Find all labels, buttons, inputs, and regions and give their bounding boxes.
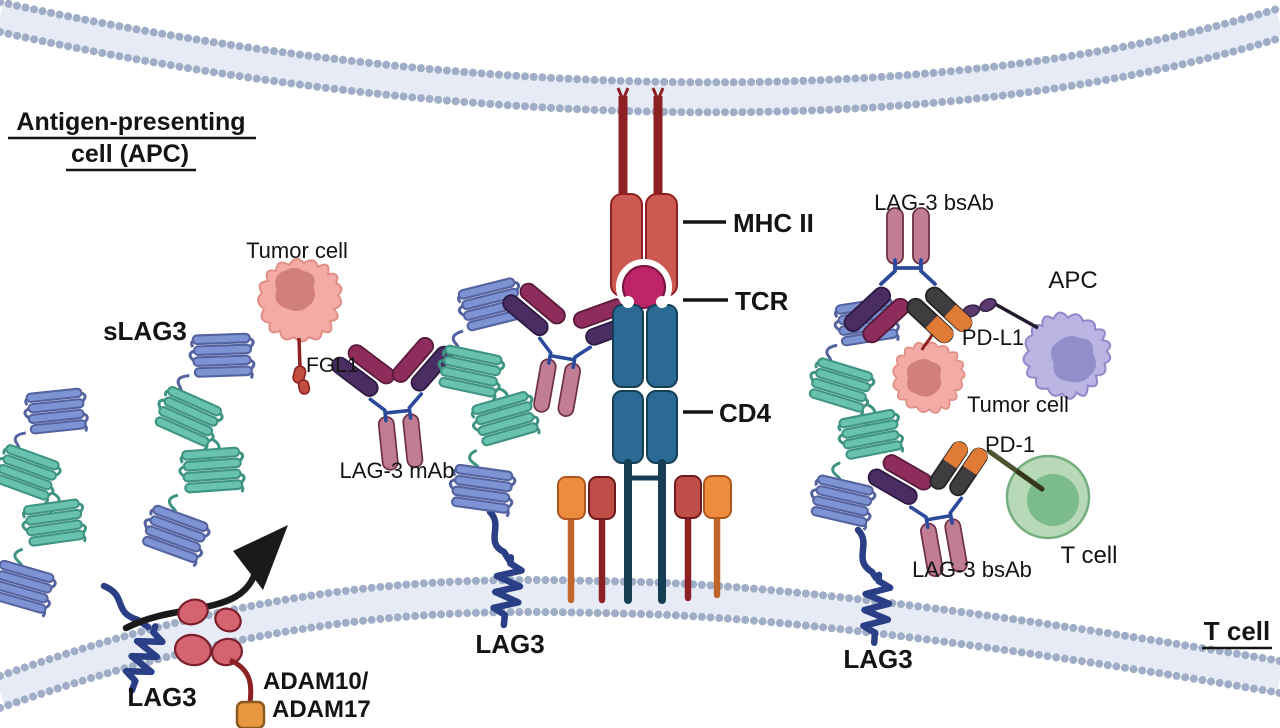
pd1-molecule: [987, 449, 1045, 492]
label-adam-line1: ADAM10/: [263, 668, 369, 695]
fgl1-ligand: [292, 337, 311, 395]
lag3-molecule-right: [797, 292, 913, 643]
label-lag3-left: LAG3: [127, 682, 196, 712]
cd3-chains: [557, 475, 732, 604]
t-cell-membrane: [0, 576, 1280, 712]
shedding-arrow: [122, 525, 288, 632]
adam-anchor: [235, 700, 266, 728]
label-pd1: PD-1: [985, 432, 1035, 457]
label-lag3-right: LAG3: [843, 644, 912, 674]
label-lag3-bsab-top: LAG-3 bsAb: [874, 190, 994, 215]
tumor-cell-right: [885, 334, 971, 420]
label-lag3-center: LAG3: [475, 629, 544, 659]
label-apc-right: APC: [1048, 267, 1097, 294]
label-adam-line2: ADAM17: [272, 696, 371, 723]
label-pdl1: PD-L1: [962, 325, 1024, 350]
t-cell: [1005, 454, 1091, 540]
label-t-cell-membrane: T cell: [1204, 616, 1270, 646]
peptide: [622, 265, 666, 309]
apc-membrane: [0, 0, 1280, 117]
adam-protease: [173, 598, 266, 728]
label-tumor-cell-right: Tumor cell: [967, 392, 1069, 417]
peptide-ring: [616, 259, 672, 315]
label-slag3: sLAG3: [103, 316, 187, 346]
label-mhc2: MHC II: [733, 208, 814, 238]
label-apc-cell-line2: cell (APC): [71, 140, 189, 168]
tumor-cell-left: [256, 257, 343, 343]
label-tumor-cell-left: Tumor cell: [246, 238, 348, 263]
label-lag3-mab: LAG-3 mAb: [340, 458, 455, 483]
label-fgl1: FGL1: [306, 354, 359, 377]
label-apc-cell-line1: Antigen-presenting: [16, 108, 245, 136]
lag3-molecule-center: [430, 276, 544, 626]
slag3-molecule: [126, 319, 272, 574]
label-tcr: TCR: [735, 286, 789, 316]
label-lag3-bsab-bottom: LAG-3 bsAb: [912, 557, 1032, 582]
label-cd4: CD4: [719, 398, 772, 428]
tcr-cd4-complex: [612, 296, 678, 604]
pdl1-molecule: [961, 297, 1039, 330]
label-t-cell-right: T cell: [1061, 542, 1118, 569]
